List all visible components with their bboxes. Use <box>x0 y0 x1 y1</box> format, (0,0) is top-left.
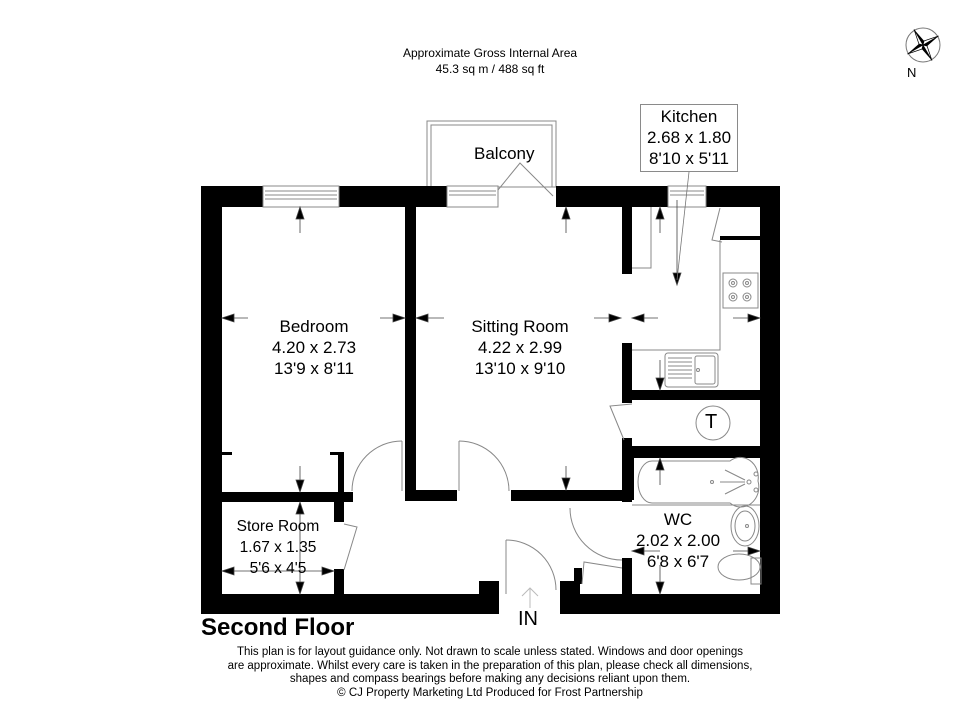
compass-rose-icon <box>905 27 941 63</box>
wc-label: WC 2.02 x 2.00 6'8 x 6'7 <box>628 509 728 572</box>
cupboard-symbol: T <box>705 411 718 433</box>
area-title: Approximate Gross Internal Area <box>402 46 578 60</box>
walls <box>201 186 780 614</box>
bedroom-label: Bedroom 4.20 x 2.73 13'9 x 8'11 <box>262 316 366 379</box>
sitting-room-imperial: 13'10 x 9'10 <box>474 359 566 378</box>
entrance-arrow-icon <box>521 587 539 608</box>
copyright: © CJ Property Marketing Ltd Produced for… <box>337 686 643 699</box>
kitchen-imperial: 8'10 x 5'11 <box>649 149 729 168</box>
wc-metric: 2.02 x 2.00 <box>635 531 721 550</box>
store-room-imperial: 5'6 x 4'5 <box>249 560 307 577</box>
compass: N <box>902 24 944 82</box>
kitchen-name: Kitchen <box>660 107 718 126</box>
kitchen-label-box: Kitchen 2.68 x 1.80 8'10 x 5'11 <box>640 104 738 172</box>
disclaimer-line-3: shapes and compass bearings before makin… <box>289 673 691 685</box>
kitchen-metric: 2.68 x 1.80 <box>646 128 732 147</box>
bedroom-name: Bedroom <box>279 317 349 336</box>
disclaimer-line-2: are approximate. Whilst every care is ta… <box>227 659 753 672</box>
bedroom-metric: 4.20 x 2.73 <box>271 338 357 357</box>
entrance-label: IN <box>518 608 538 630</box>
disclaimer-line-1: This plan is for layout guidance only. N… <box>236 646 744 658</box>
store-room-label: Store Room 1.67 x 1.35 5'6 x 4'5 <box>226 516 330 579</box>
compass-north-label: N <box>907 65 917 80</box>
doors <box>343 162 723 594</box>
sitting-room-label: Sitting Room 4.22 x 2.99 13'10 x 9'10 <box>455 316 585 379</box>
wc-imperial: 6'8 x 6'7 <box>646 552 710 571</box>
floor-title: Second Floor <box>201 614 355 641</box>
balcony-name: Balcony <box>474 144 535 163</box>
store-room-name: Store Room <box>236 518 320 535</box>
cylinder-cupboard-icon <box>695 405 731 441</box>
sitting-room-name: Sitting Room <box>471 317 569 336</box>
area-value: 45.3 sq m / 488 sq ft <box>435 62 545 76</box>
wc-name: WC <box>663 510 693 529</box>
windows <box>262 185 707 208</box>
bathroom-fixtures <box>632 456 762 585</box>
store-room-metric: 1.67 x 1.35 <box>239 539 317 556</box>
bedroom-imperial: 13'9 x 8'11 <box>274 359 354 378</box>
dimension-arrows <box>220 200 762 596</box>
kitchen-fixtures <box>632 207 759 388</box>
disclaimer: This plan is for layout guidance only. N… <box>0 646 980 700</box>
sitting-room-metric: 4.22 x 2.99 <box>477 338 563 357</box>
